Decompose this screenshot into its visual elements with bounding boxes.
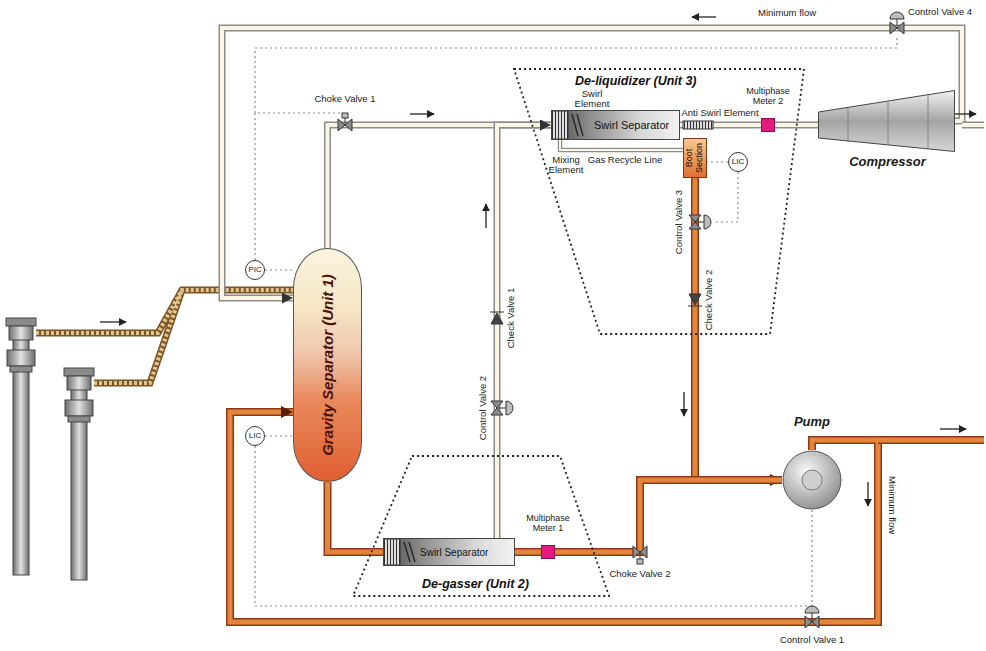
valve-label: Control Valve 1 (780, 635, 844, 645)
signal-line (707, 162, 728, 163)
anti-swirl-element (683, 121, 713, 129)
flow-arrows (410, 17, 976, 506)
compressor: Compressor (815, 88, 960, 176)
vessel-name: Gravity Separator (Unit 1) (319, 253, 336, 477)
meter-name: Multiphase Meter 2 (743, 87, 793, 107)
unit-boundary: De-liquidizer (Unit 3) Swirl SeparatorBoo… (513, 68, 805, 335)
valve-label: Control Valve 3 (674, 190, 684, 254)
valve-label: Control Valve 4 (908, 7, 972, 17)
equipment-name: Pump (776, 414, 848, 430)
gas-pipe (328, 125, 552, 248)
liquid-pipe (328, 482, 384, 552)
gas-pipe (497, 125, 551, 538)
instrument-tag: LIC (732, 158, 744, 166)
valve-label: Choke Valve 2 (609, 569, 670, 579)
unit-title: De-liquidizer (Unit 3) (575, 74, 697, 88)
boot-section: Boot Section (683, 138, 707, 178)
line-label: Minimum flow (758, 8, 816, 18)
controller-bubble: LIC (245, 426, 265, 446)
liquid-pipe (555, 480, 782, 552)
valve-symbols (338, 12, 904, 628)
equipment-name: Compressor (815, 154, 960, 169)
element-label: Swirl Element (572, 89, 612, 110)
well-left (6, 318, 36, 575)
well-flowline (36, 290, 293, 383)
valve-label: Check Valve 1 (506, 288, 516, 349)
control-signal-lines (255, 35, 897, 606)
instrument-tag: LIC (249, 432, 261, 440)
controller-bubble: LIC (728, 152, 748, 172)
flow-arrow (100, 321, 126, 322)
line-label: Gas Recycle Line (588, 155, 662, 165)
unit-name: Swirl Separator (420, 547, 488, 558)
unit-name: Boot Section (685, 138, 705, 178)
mixing-element (552, 111, 586, 139)
unit-boundary: De-gasser (Unit 2) Swirl Separator Multiph… (352, 455, 610, 597)
swirl-separator: Swirl Separator (383, 538, 515, 566)
gravity-separator: Gravity Separator (Unit 1) (293, 248, 362, 482)
pump: Pump (776, 414, 848, 510)
region-outline (513, 68, 805, 335)
valve-label: Choke Valve 1 (314, 94, 375, 104)
line-label: Minimum flow (887, 476, 897, 534)
element-label: Mixing Element (546, 155, 586, 176)
instrument-tag: PIC (248, 266, 261, 274)
liquid-pipe (695, 178, 782, 480)
valve-label: Check Valve 2 (704, 270, 714, 331)
well-right (64, 368, 94, 580)
gas-pipe (560, 140, 683, 150)
unit-name: Swirl Separator (594, 119, 669, 131)
region-outline (352, 455, 610, 597)
controller-bubble: PIC (245, 260, 265, 280)
compressor-symbol (818, 90, 955, 152)
swirl-separator: Swirl Separator (551, 110, 680, 140)
pump-symbol (782, 450, 842, 510)
meter-symbol (761, 118, 775, 132)
meter-name: Multiphase Meter 1 (522, 514, 574, 534)
mixing-element (384, 539, 418, 565)
valve-label: Control Valve 2 (478, 376, 488, 440)
liquid-pipe (515, 552, 541, 553)
multiphase-meter: Multiphase Meter 1 (522, 514, 574, 559)
unit-title: De-gasser (Unit 2) (422, 577, 529, 591)
signal-line (265, 436, 293, 437)
outlet-pipes (878, 125, 984, 440)
meter-symbol (541, 545, 555, 559)
element-label: Anti Swirl Element (681, 108, 758, 118)
signal-line (265, 270, 293, 271)
